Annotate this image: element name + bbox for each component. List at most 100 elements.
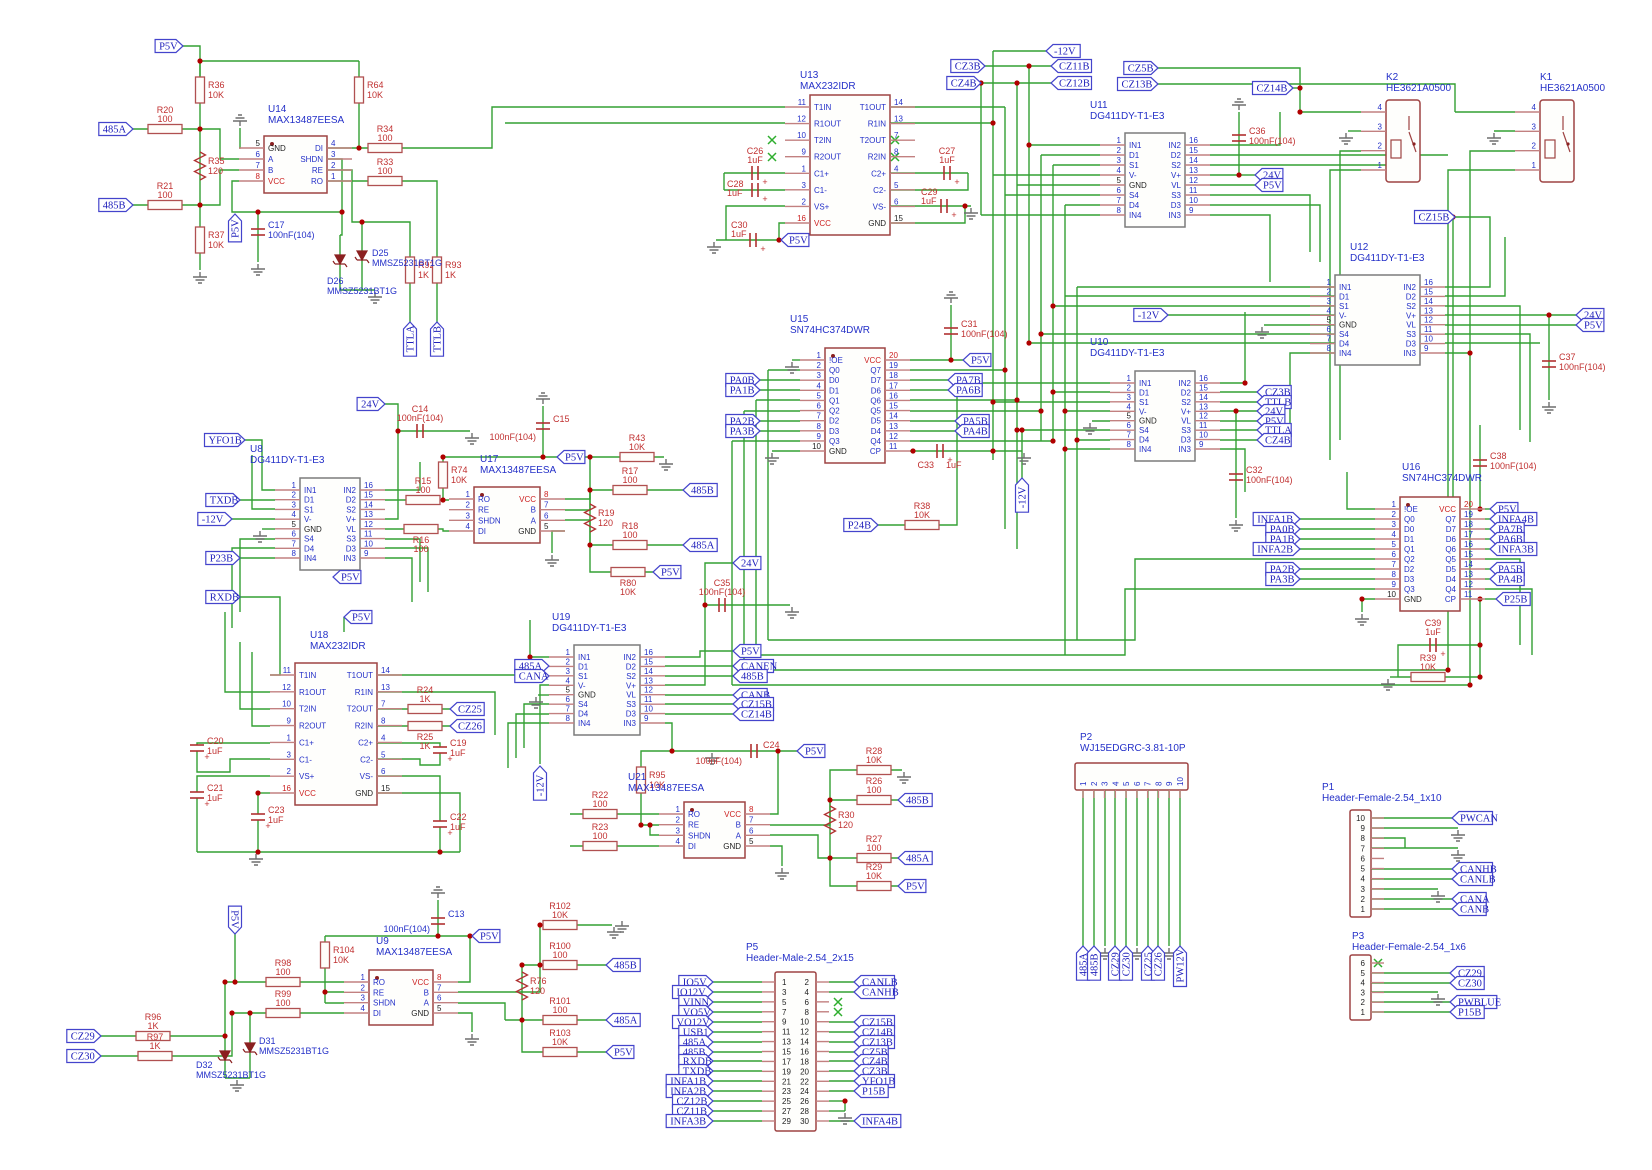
resistor-R18[interactable]: R18100 xyxy=(613,521,647,550)
net-flag-485B[interactable]: 485B xyxy=(683,484,717,497)
resistor-R43[interactable]: R4310K xyxy=(620,433,654,462)
resistor-R23[interactable]: R23100 xyxy=(583,822,617,851)
net-flag-P5V[interactable]: P5V xyxy=(781,234,809,247)
net-flag-CZ30[interactable]: CZ30 xyxy=(67,1050,101,1063)
net-flag-485B[interactable]: 485B xyxy=(733,670,767,683)
net-flag-24V[interactable]: 24V xyxy=(733,557,761,570)
resistor-R104[interactable]: R10410K xyxy=(321,942,355,968)
resistor-R99[interactable]: R99100 xyxy=(266,989,300,1018)
net-flag-12V[interactable]: -12V xyxy=(534,766,547,800)
net-flag-P5V[interactable]: P5V xyxy=(797,745,825,758)
net-flag-INFA3B[interactable]: INFA3B xyxy=(666,1115,713,1128)
net-flag-P5V[interactable]: P5V xyxy=(333,571,361,584)
net-flag-12V[interactable]: -12V xyxy=(198,513,232,526)
ic-U21[interactable]: U21MAX13487EESA1RO2RE3SHDN4DI8VCC7B6A5GN… xyxy=(628,772,770,858)
resistor-R64[interactable]: R6410K xyxy=(355,77,384,103)
net-flag-CANA[interactable]: CANA xyxy=(515,670,549,683)
ic-U11[interactable]: U11DG411DY-T1-E31IN12D13S14V-5GND6S47D48… xyxy=(1090,100,1210,227)
net-flag-CZ3B[interactable]: CZ3B xyxy=(951,60,985,73)
ic-U18[interactable]: U18MAX232IDR11T1IN12R1OUT10T2IN9R2OUT1C1… xyxy=(270,630,402,805)
resistor-R102[interactable]: R10210K xyxy=(543,901,577,930)
net-flag-P5V[interactable]: P5V xyxy=(472,930,500,943)
capacitor-C14[interactable]: C14100nF(104) xyxy=(397,404,444,438)
net-flag-P5V[interactable]: P5V xyxy=(229,214,242,242)
resistor-R20[interactable]: R20100 xyxy=(148,105,182,134)
resistor-R27[interactable]: R27100 xyxy=(857,834,891,863)
resistor-R24[interactable]: R241K xyxy=(408,685,442,714)
net-flag-P15B[interactable]: P15B xyxy=(854,1085,888,1098)
net-flag-CANLB[interactable]: CANLB xyxy=(1452,873,1496,886)
net-flag-CZ5B[interactable]: CZ5B xyxy=(1124,62,1158,75)
ic-U10[interactable]: U10DG411DY-T1-E31IN12D13S14V-5GND6S47D48… xyxy=(1090,337,1220,461)
net-flag-P25B[interactable]: P25B xyxy=(1496,593,1530,606)
resistor-R30[interactable]: R30120 xyxy=(825,806,855,834)
ic-U15[interactable]: U15SN74HC374DWR1!OE2Q03D04D15Q16Q27D28D3… xyxy=(790,314,910,463)
resistor-R28[interactable]: R2810K xyxy=(857,746,891,775)
net-flag-P5V[interactable]: P5V xyxy=(557,451,585,464)
net-flag-INFA4B[interactable]: INFA4B xyxy=(854,1115,901,1128)
net-flag-PWCAN[interactable]: PWCAN xyxy=(1452,812,1498,825)
capacitor-C20[interactable]: +C201uF xyxy=(190,736,224,762)
resistor-R26[interactable]: R26100 xyxy=(857,776,891,805)
net-flag-YFO1B[interactable]: YFO1B xyxy=(205,434,246,447)
net-flag-485B[interactable]: 485B xyxy=(606,959,640,972)
capacitor-C24[interactable]: C24100nF(104) xyxy=(695,740,779,766)
resistor-R76[interactable]: R76120 xyxy=(517,972,547,1000)
net-flag-CANHB[interactable]: CANHB xyxy=(854,986,899,999)
resistor-R35[interactable]: R35120 xyxy=(195,152,225,180)
net-flag-P23B[interactable]: P23B xyxy=(206,552,240,565)
resistor-R36[interactable]: R3610K xyxy=(196,77,225,103)
ic-U13[interactable]: U13MAX232IDR11T1IN12R1OUT10T2IN9R2OUT1C1… xyxy=(785,70,915,235)
net-flag-12V[interactable]: -12V xyxy=(1046,45,1080,58)
capacitor-C27[interactable]: +C271uF xyxy=(939,146,960,187)
net-flag-P5V[interactable]: P5V xyxy=(606,1046,634,1059)
resistor-R29[interactable]: R2910K xyxy=(857,862,891,891)
net-flag-485A[interactable]: 485A xyxy=(898,852,932,865)
ic-U16[interactable]: U16SN74HC374DWR1!OE2Q03D04D15Q16Q27D28D3… xyxy=(1375,462,1485,611)
capacitor-C32[interactable]: C32100nF(104) xyxy=(1229,465,1293,485)
net-flag-485B[interactable]: 485B xyxy=(898,794,932,807)
capacitor-C38[interactable]: C38100nF(104) xyxy=(1473,451,1537,471)
ic-U14[interactable]: U14MAX13487EESA5GND6A7B8VCC4DI3SHDN2RE1R… xyxy=(239,104,352,193)
net-flag-INFA2B[interactable]: INFA2B xyxy=(1253,543,1300,556)
net-flag-485A[interactable]: 485A xyxy=(606,1014,640,1027)
resistor-R22[interactable]: R22100 xyxy=(583,790,617,819)
net-flag-TTLB[interactable]: TTLB xyxy=(431,322,444,356)
net-flag-CZ4B[interactable]: CZ4B xyxy=(1257,434,1291,447)
net-flag-CZ25[interactable]: CZ25 xyxy=(450,703,484,716)
net-flag-P5V[interactable]: P5V xyxy=(229,906,242,934)
net-flag-PA3B[interactable]: PA3B xyxy=(1266,573,1300,586)
capacitor-C21[interactable]: +C211uF xyxy=(190,783,224,809)
resistor-R19[interactable]: R19120 xyxy=(585,504,615,532)
net-flag-CZ12B[interactable]: CZ12B xyxy=(1051,77,1092,90)
ic-U19[interactable]: U19DG411DY-T1-E31IN12D13S14V-5GND6S47D48… xyxy=(549,612,665,735)
ic-U9[interactable]: U9MAX13487EESA1RO2RE3SHDN4DI8VCC7B6A5GND xyxy=(344,936,458,1025)
net-flag-CZ30[interactable]: CZ30 xyxy=(1120,946,1133,980)
resistor-R21[interactable]: R21100 xyxy=(148,181,182,210)
net-flag-CZ11B[interactable]: CZ11B xyxy=(1051,60,1092,73)
capacitor-C22[interactable]: +C221uF xyxy=(433,812,467,838)
net-flag-PA4B[interactable]: PA4B xyxy=(955,425,989,438)
capacitor-C36[interactable]: C36100nF(104) xyxy=(1232,126,1296,146)
zener-diode-D25[interactable]: D25MMSZ5231BT1G xyxy=(355,248,442,268)
capacitor-C15[interactable]: C15100nF(104) xyxy=(489,414,569,442)
net-flag-P5V[interactable]: P5V xyxy=(898,880,926,893)
net-flag-12V[interactable]: -12V xyxy=(1016,478,1029,512)
capacitor-C33[interactable]: +C331uF xyxy=(917,444,962,470)
net-flag-PW12V[interactable]: PW12V xyxy=(1174,946,1187,987)
resistor-R33[interactable]: R33100 xyxy=(368,157,402,186)
net-flag-485A[interactable]: 485A xyxy=(683,539,717,552)
net-flag-P5V[interactable]: P5V xyxy=(155,40,183,53)
resistor-R17[interactable]: R17100 xyxy=(613,466,647,495)
net-flag-CZ15B[interactable]: CZ15B xyxy=(1415,211,1456,224)
relay-K1[interactable]: K1HE3621A05004321 xyxy=(1515,72,1605,182)
resistor-R101[interactable]: R101100 xyxy=(543,996,577,1025)
net-flag-P5V[interactable]: P5V xyxy=(653,566,681,579)
resistor-R37[interactable]: R3710K xyxy=(196,227,225,253)
capacitor-C29[interactable]: +C291uF xyxy=(921,187,957,220)
connector-P3[interactable]: P3Header-Female-2.54_1x6654321 xyxy=(1350,931,1466,1020)
net-flag-P5V[interactable]: P5V xyxy=(963,354,991,367)
net-flag-CZ14B[interactable]: CZ14B xyxy=(733,708,774,721)
net-flag-CANB[interactable]: CANB xyxy=(1452,903,1489,916)
net-flag-CZ29[interactable]: CZ29 xyxy=(67,1030,101,1043)
